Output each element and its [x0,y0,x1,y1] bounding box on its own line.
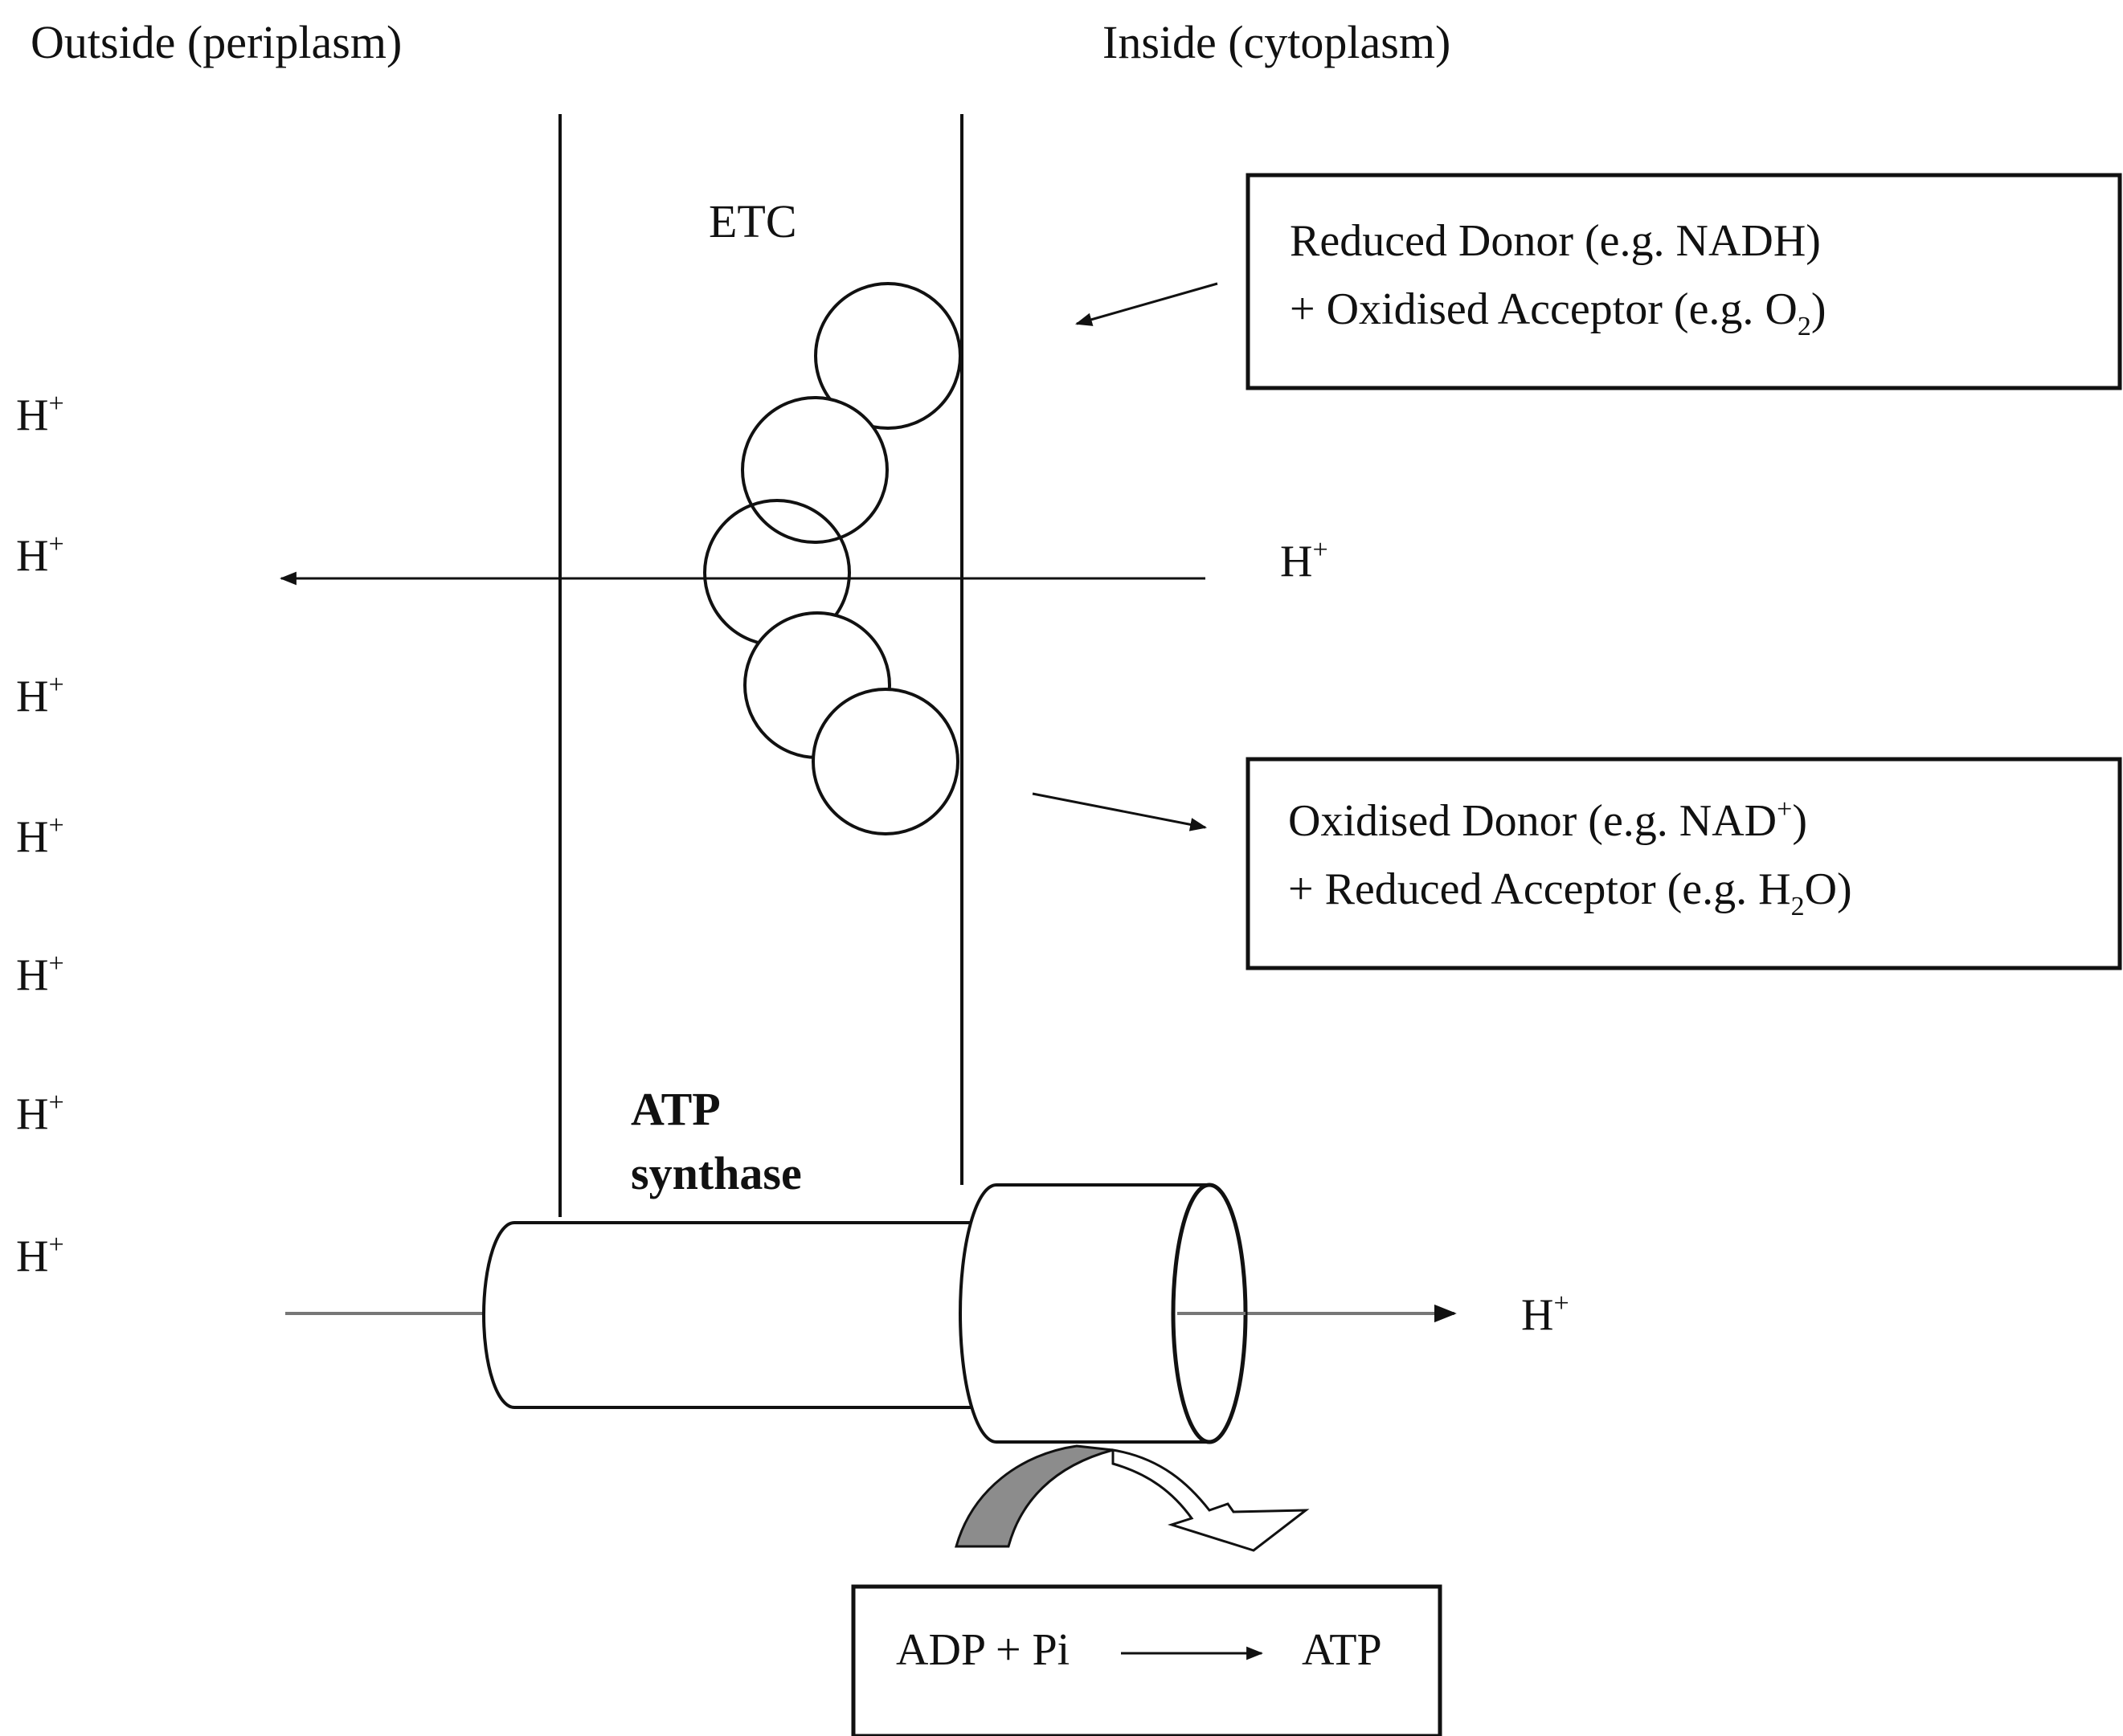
etc-complex [703,282,962,835]
f0-cylinder [482,1221,982,1409]
outside-protons: H+ H+ H+ H+ H+ H+ H+ [16,389,64,1281]
proton-outside-1: H+ [16,389,64,440]
oxidised-donor-box [1246,757,2122,970]
proton-outside-5: H+ [16,949,64,1000]
atp-reactants: ADP + Pi [896,1625,1070,1675]
atp-synthase [482,1183,1248,1444]
reduced-input-arrow [1074,282,1218,326]
inside-label: Inside (cytoplasm) [1102,16,1450,68]
atp-synthase-label-line2: synthase [631,1147,802,1199]
adp-input-arrow [955,1444,1114,1548]
etc-circle-2 [741,396,889,544]
f1-drum [959,1183,1211,1444]
etc-circle-1 [814,282,962,430]
proton-outside-6: H+ [16,1088,64,1139]
oxidised-output-arrow [1032,792,1208,831]
etc-label: ETC [709,195,797,247]
atp-reaction-box [851,1584,1442,1736]
proton-outside-2: H+ [16,529,64,581]
atp-output-arrow [1111,1448,1310,1552]
proton-outside-7: H+ [16,1230,64,1281]
reduced-donor-box [1246,173,2122,390]
oxidised-donor-line1: Oxidised Donor (e.g. NAD+) [1288,794,1807,846]
outside-label: Outside (periplasm) [31,16,402,68]
etc-circle-5 [812,688,959,835]
proton-outside-3: H+ [16,670,64,721]
atp-synthase-label-line1: ATP [631,1083,721,1135]
oxidised-donor-line2: + Reduced Acceptor (e.g. H2O) [1288,864,1852,921]
reduced-donor-line2: + Oxidised Acceptor (e.g. O2) [1290,284,1826,341]
proton-outside-4: H+ [16,811,64,862]
proton-inside-etc: H+ [1280,535,1328,586]
atp-product: ATP [1302,1625,1382,1675]
reduced-donor-line1: Reduced Donor (e.g. NADH) [1290,216,1821,266]
proton-inside-atp: H+ [1521,1289,1569,1340]
